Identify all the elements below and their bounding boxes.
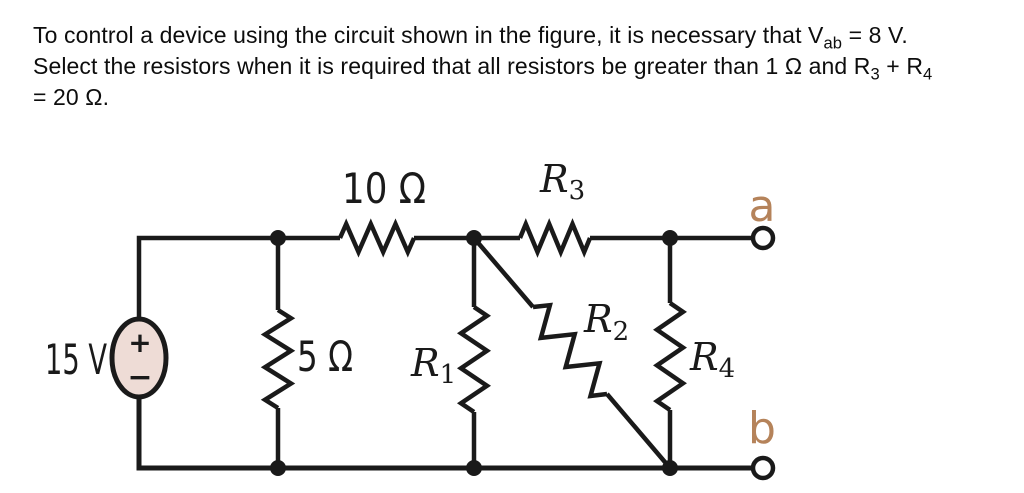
node-dot: [466, 230, 482, 246]
resistor-r4: [653, 301, 687, 412]
terminal-a: [750, 225, 776, 251]
resistor-5ohm: [260, 308, 296, 410]
node-dot: [466, 460, 482, 476]
minus-sign: −: [127, 360, 152, 395]
resistor-r1: [456, 305, 492, 414]
text-line: To control a device using the circuit sh…: [33, 22, 908, 53]
resistor-10ohm-label: 10 Ω: [342, 164, 426, 213]
node-dot: [270, 460, 286, 476]
resistor-5ohm-label: 5 Ω: [297, 332, 353, 381]
text-line: = 20 Ω.: [33, 84, 110, 110]
resistor-r2: [532, 302, 608, 399]
wire-bottom-rail: [136, 397, 753, 471]
problem-text: To control a device using the circuit sh…: [33, 20, 1008, 113]
r4-label: R4: [689, 335, 735, 384]
terminal-b: [750, 455, 776, 481]
r3-label: R3: [539, 157, 585, 206]
source-label: 15 V: [45, 335, 107, 384]
wire-r2-branch: [472, 236, 672, 470]
r1-label: R1: [410, 341, 456, 390]
resistor-10ohm: [337, 218, 417, 258]
terminal-b-label: b: [748, 403, 776, 454]
voltage-source: [109, 316, 169, 400]
text-line: Select the resistors when it is required…: [33, 53, 933, 84]
r2-label: R2: [583, 297, 629, 347]
terminal-a-label: a: [749, 181, 776, 232]
wire-top-rail: [136, 235, 753, 319]
node-dot: [270, 230, 286, 246]
resistor-r3: [517, 218, 593, 258]
node-dot: [662, 230, 678, 246]
node-dot: [662, 460, 678, 476]
plus-sign: +: [128, 326, 151, 359]
